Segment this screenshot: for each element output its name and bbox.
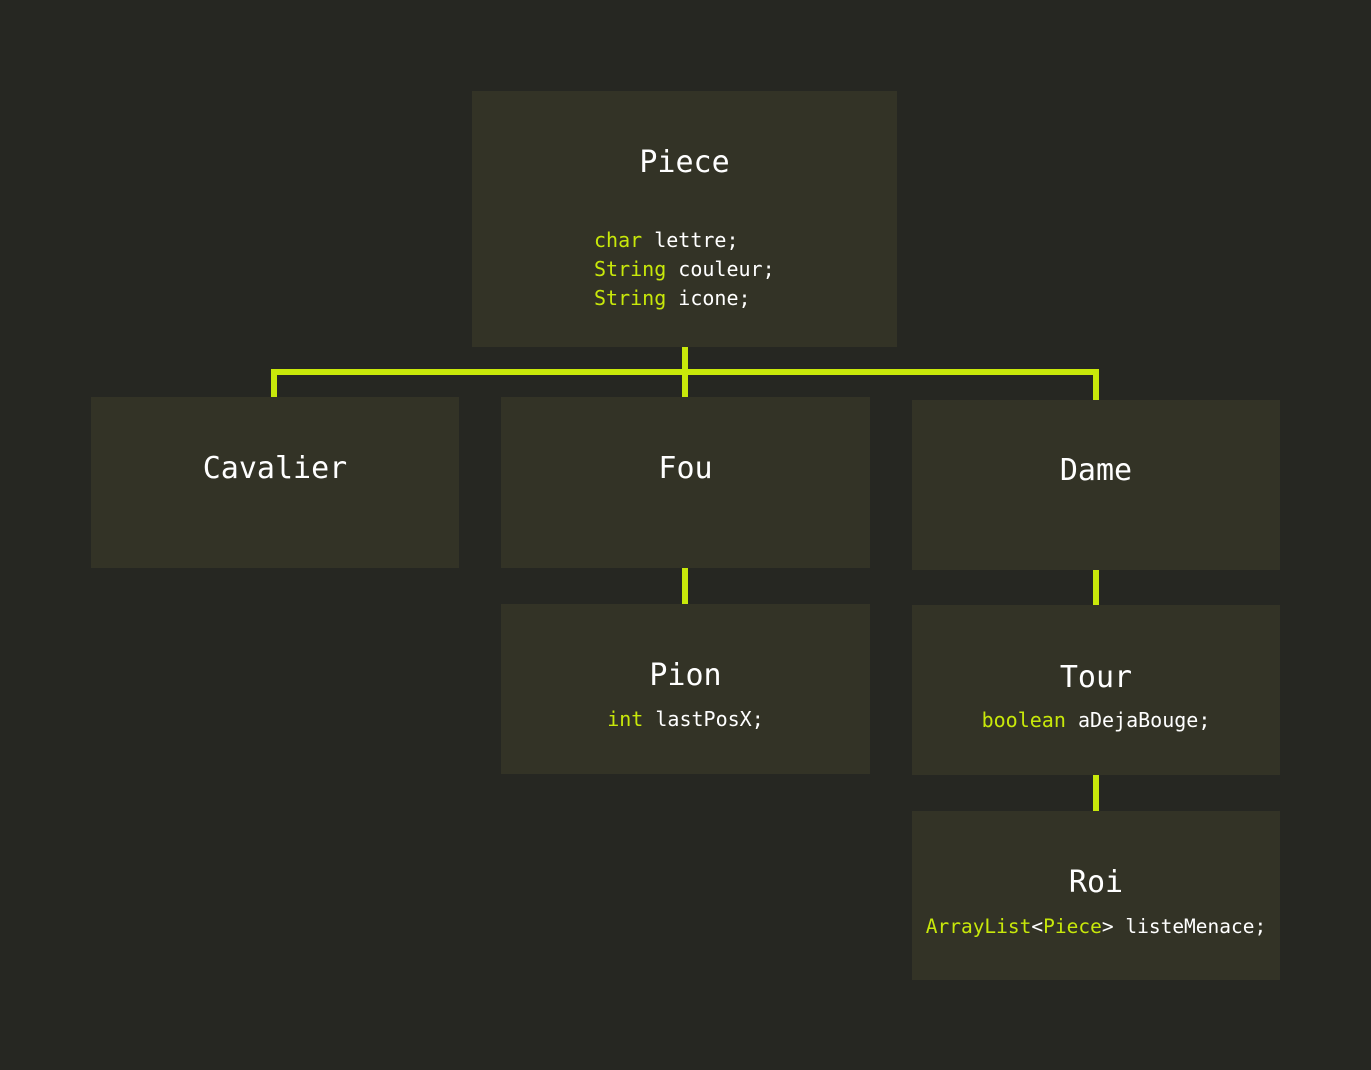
class-box-pion: Pion int lastPosX; — [501, 604, 870, 774]
generic-param: Piece — [1043, 915, 1102, 938]
class-box-roi: Roi ArrayList<Piece> listeMenace; — [912, 811, 1280, 980]
field-name: lastPosX; — [655, 707, 764, 731]
class-title-roi: Roi — [1068, 865, 1124, 900]
field-name: couleur; — [678, 257, 775, 281]
class-title-dame: Dame — [1059, 453, 1133, 488]
class-title-cavalier: Cavalier — [202, 451, 348, 486]
class-fields-piece: char lettre; String couleur; String icon… — [594, 226, 897, 313]
class-box-cavalier: Cavalier — [91, 397, 459, 568]
field-type: String — [594, 257, 667, 281]
class-fields-tour: boolean aDejaBouge; — [912, 706, 1280, 735]
class-box-fou: Fou — [501, 397, 870, 568]
field-icone: String icone; — [594, 284, 897, 313]
generic-open: < — [1031, 915, 1044, 938]
class-title-tour: Tour — [1059, 660, 1133, 695]
class-box-tour: Tour boolean aDejaBouge; — [912, 605, 1280, 775]
class-fields-roi: ArrayList<Piece> listeMenace; — [912, 912, 1280, 941]
field-couleur: String couleur; — [594, 255, 897, 284]
field-name: listeMenace; — [1125, 915, 1267, 938]
field-lettre: char lettre; — [594, 226, 897, 255]
class-box-piece: Piece char lettre; String couleur; Strin… — [472, 91, 897, 347]
field-adejabouge: boolean aDejaBouge; — [912, 706, 1280, 735]
field-name: lettre; — [654, 228, 739, 252]
class-box-dame: Dame — [912, 400, 1280, 570]
field-type: boolean — [981, 708, 1066, 732]
generic-close: > — [1101, 915, 1114, 938]
field-name: icone; — [678, 286, 751, 310]
field-type: char — [594, 228, 643, 252]
field-type: int — [607, 707, 644, 731]
class-title-pion: Pion — [649, 658, 722, 693]
field-type: String — [594, 286, 667, 310]
class-fields-pion: int lastPosX; — [501, 705, 870, 734]
field-listemenace: ArrayList<Piece> listeMenace; — [912, 912, 1280, 941]
class-title-piece: Piece — [639, 145, 730, 180]
class-title-fou: Fou — [658, 451, 713, 486]
field-lastposx: int lastPosX; — [501, 705, 870, 734]
field-name: aDejaBouge; — [1077, 708, 1211, 732]
field-type: ArrayList — [925, 915, 1032, 938]
